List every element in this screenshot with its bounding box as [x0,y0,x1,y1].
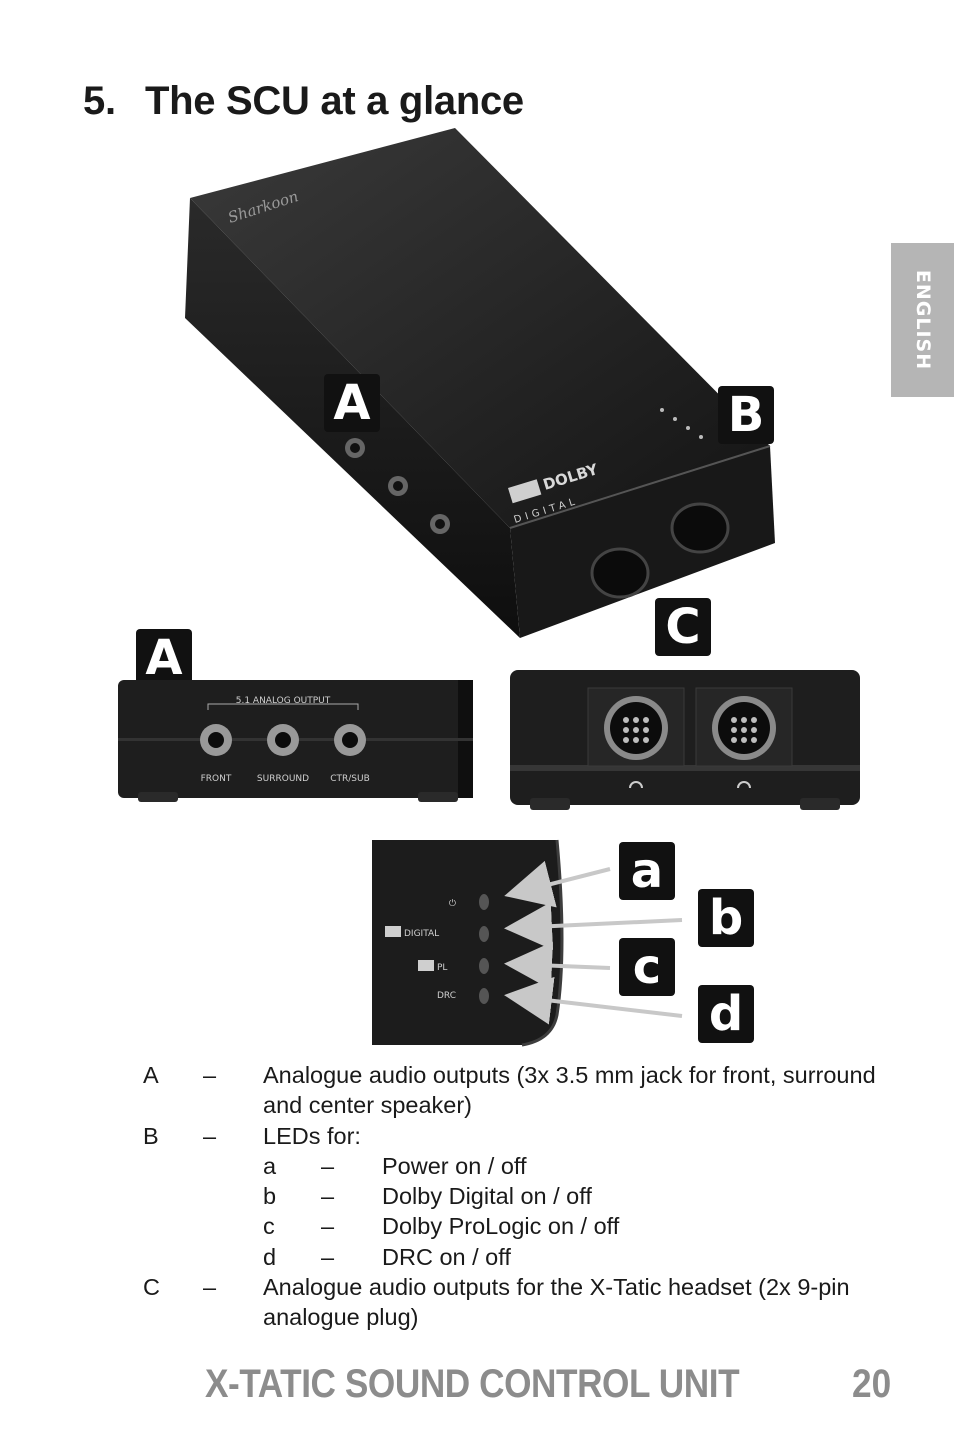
legend-subkey: d [263,1243,277,1270]
jack-ctrsub-label: CTR/SUB [330,774,370,784]
legend: A – Analogue audio outputs (3x 3.5 mm ja… [143,1060,883,1333]
analog-header-label: 5.1 ANALOG OUTPUT [236,696,331,706]
section-title: The SCU at a glance [145,79,524,123]
callout-led-d: d [698,985,754,1043]
callout-led-b: b [698,889,754,947]
led-digital-label: DIGITAL [404,929,439,939]
legend-subkey: c [263,1213,275,1240]
legend-item-a: A – Analogue audio outputs (3x 3.5 mm ja… [143,1060,883,1121]
jack-front-label: FRONT [201,774,232,784]
legend-dash: – [203,1274,217,1301]
legend-text: Analogue audio outputs for the X-Tatic h… [263,1274,850,1331]
legend-key: C [143,1274,160,1301]
legend-subtext: DRC on / off [382,1243,511,1270]
led-drc-label: DRC [437,991,456,1001]
section-number: 5. [83,79,116,123]
callout-a-side: A [136,629,192,687]
legend-subtext: Power on / off [382,1152,527,1179]
language-tab-label: ENGLISH [911,269,934,371]
led-closeup-photo: ⏻ DIGITAL PL DRC [372,839,683,1047]
led-pl-label: PL [437,963,447,973]
legend-dash: – [203,1062,217,1088]
legend-item-b: B – LEDs for: [143,1121,883,1151]
language-tab: ENGLISH [891,243,954,397]
device-main-photo: Sharkoon DOLBY DIGITAL [185,128,775,638]
legend-key: B [143,1122,159,1149]
callout-b-top: B [718,386,774,444]
page-number: 20 [852,1362,892,1406]
footer-product-title: X-TATIC SOUND CONTROL UNIT [205,1362,740,1406]
legend-subdash: – [321,1213,335,1240]
legend-subitem-d: d – DRC on / off [143,1242,883,1272]
legend-subdash: – [321,1243,335,1270]
led-power-label: ⏻ [449,898,456,909]
analog-outputs-photo: 5.1 ANALOG OUTPUT FRONT SURROUND CTR/SUB [118,680,473,802]
legend-text: LEDs for: [263,1122,361,1149]
jack-surround-label: SURROUND [257,774,309,784]
headset-outputs-photo [510,670,860,810]
legend-subkey: b [263,1183,277,1210]
legend-subtext: Dolby ProLogic on / off [382,1213,620,1240]
callout-a-top: A [324,374,380,432]
callout-led-a: a [619,842,675,900]
legend-subdash: – [321,1183,335,1210]
legend-subkey: a [263,1152,277,1179]
legend-text: Analogue audio outputs (3x 3.5 mm jack f… [263,1062,876,1119]
legend-subitem-b: b – Dolby Digital on / off [143,1181,883,1211]
legend-item-c: C – Analogue audio outputs for the X-Tat… [143,1272,883,1333]
legend-subitem-c: c – Dolby ProLogic on / off [143,1211,883,1241]
callout-c: C [655,598,711,656]
legend-key: A [143,1062,159,1088]
legend-subdash: – [321,1152,335,1179]
callout-led-c: c [619,938,675,996]
page-title: 5. The SCU at a glance [83,78,524,124]
legend-dash: – [203,1122,217,1149]
legend-subitem-a: a – Power on / off [143,1151,883,1181]
legend-subtext: Dolby Digital on / off [382,1183,592,1210]
